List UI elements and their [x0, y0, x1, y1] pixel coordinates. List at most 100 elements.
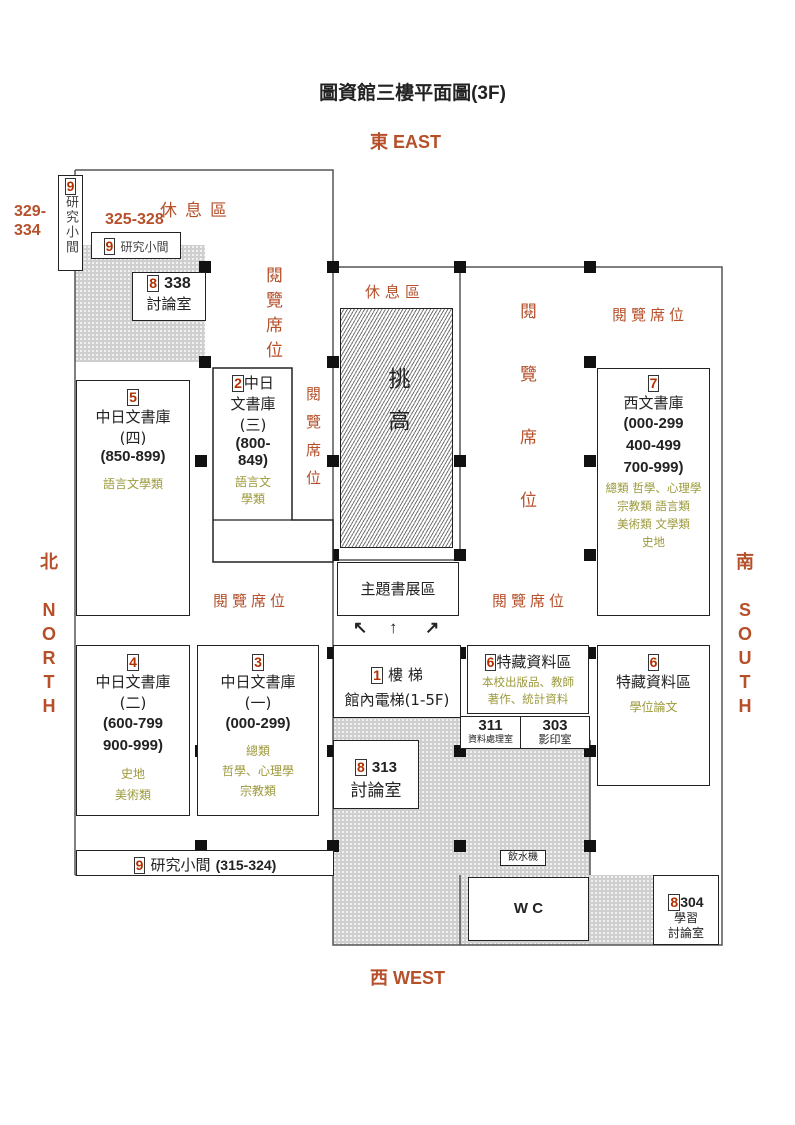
area-name: 主題書展區 [360, 580, 436, 598]
letter: U [738, 648, 752, 668]
categories: 總類 哲學、心理學 [605, 481, 702, 495]
room-name: 研究小間 [120, 240, 169, 254]
call-number-range: (600-799 [102, 715, 164, 732]
room-313[interactable]: 8 313 討論室 [333, 740, 419, 809]
direction-north-cn: 北 [40, 552, 58, 572]
theme-exhibit-area[interactable]: 主題書展區 [337, 562, 459, 616]
special-collection-6b[interactable]: 6 特藏資料區 學位論文 [597, 645, 710, 786]
study-room-329[interactable]: 9 研究小間 [58, 175, 83, 271]
categories: 本校出版品、教師 [482, 675, 574, 689]
stairs-elevator[interactable]: 1 樓 梯 館內電梯(1-5F) [333, 645, 461, 718]
room-name: 樓 梯 [388, 666, 423, 684]
room-number: 1 [371, 667, 383, 684]
room-number: 4 [127, 654, 139, 671]
direction-east: 東 EAST [370, 132, 442, 152]
room-number: 8 [355, 759, 367, 776]
room-name: 討論室 [146, 295, 192, 313]
categories: 宗教類 [239, 784, 276, 798]
atrium-label: 挑高 [384, 367, 410, 451]
room-name: 研究小間 [63, 195, 78, 255]
categories: 語言文學類 [102, 477, 163, 491]
arrow-icon: ↖ [353, 618, 368, 637]
categories: 學類 [240, 492, 265, 506]
room-number: 3 [252, 654, 264, 671]
reading-seats-label: 閱覽席位 [516, 302, 536, 554]
direction-south-cn: 南 [736, 552, 754, 572]
room-name: 特藏資料區 [615, 673, 691, 691]
call-number-range: (800- [235, 435, 271, 452]
room-code: 304 [680, 894, 704, 910]
room-name: 研究小間 [150, 856, 211, 874]
reading-seats-label: 閱覽席位 [304, 386, 322, 498]
categories: 宗教類 語言類 [617, 499, 690, 513]
room-number: 8 [668, 894, 681, 911]
stack-7[interactable]: 7 西文書庫 (000-299 400-499 700-999) 總類 哲學、心… [597, 368, 710, 616]
room-range: (315-324) [215, 857, 277, 873]
categories: 語言文 [234, 475, 271, 489]
room-code: 311 [478, 717, 503, 734]
call-number-range: 900-999) [102, 737, 164, 754]
categories: 史地 [120, 767, 145, 781]
call-number-range: 400-499 [625, 437, 682, 454]
room-311[interactable]: 311 資料處理室 [460, 716, 521, 749]
categories: 著作、統計資料 [487, 692, 569, 706]
restroom[interactable]: W C [468, 877, 589, 941]
room-name: 學習 [673, 911, 698, 925]
arrow-icon: ↗ [425, 618, 440, 637]
room-name: 中日文書庫 [220, 673, 296, 691]
room-name: 文書庫 [230, 395, 276, 413]
categories: 總類 [245, 744, 270, 758]
room-sub: (三) [239, 416, 267, 434]
room-number: 9 [133, 857, 146, 874]
rest-area-label: 休息區 [160, 201, 235, 221]
direction-west: 西 WEST [370, 968, 445, 988]
study-room-range: 325-328 [105, 211, 164, 228]
stack-3[interactable]: 3 中日文書庫 (一) (000-299) 總類 哲學、心理學 宗教類 [197, 645, 319, 816]
call-number-range: (000-299 [623, 415, 684, 432]
room-sub: (一) [244, 694, 272, 712]
page-title: 圖資館三樓平面圖(3F) [319, 83, 506, 104]
letter: O [41, 624, 56, 644]
room-name: 西文書庫 [623, 394, 684, 412]
room-name: 討論室 [350, 781, 402, 801]
categories: 哲學、心理學 [221, 764, 294, 778]
stack-2-outline [212, 367, 334, 563]
room-338[interactable]: 8 338 討論室 [132, 272, 206, 321]
room-code: 313 [371, 759, 397, 776]
room-number: 7 [647, 375, 660, 392]
room-number: 8 [147, 275, 159, 292]
room-name: 中日 [243, 374, 274, 392]
room-303[interactable]: 303 影印室 [520, 716, 590, 749]
letter: H [738, 696, 752, 716]
letter: H [42, 696, 56, 716]
room-name: 中日文書庫 [95, 408, 171, 426]
study-room-315[interactable]: 9 研究小間 (315-324) [76, 850, 334, 876]
categories: 史地 [642, 535, 665, 549]
reading-seats-label: 閱覽席位 [213, 592, 290, 610]
stack-5[interactable]: 5 中日文書庫 (四) (850-899) 語言文學類 [76, 380, 190, 616]
study-room-range: 329-334 [14, 203, 47, 239]
room-sub: (四) [119, 429, 147, 447]
letter: O [737, 624, 752, 644]
room-number: 9 [103, 238, 116, 255]
rest-area-label: 休息區 [365, 283, 426, 301]
stack-4[interactable]: 4 中日文書庫 (二) (600-799 900-999) 史地 美術類 [76, 645, 190, 816]
study-room-325[interactable]: 9 研究小間 [91, 232, 181, 259]
room-name: 中日文書庫 [95, 673, 171, 691]
room-name: 影印室 [538, 733, 572, 746]
room-name: 討論室 [667, 926, 704, 940]
room-code: 338 [164, 275, 191, 292]
arrow-icon: ↑ [389, 618, 398, 637]
categories: 學位論文 [629, 700, 678, 714]
room-name: 特藏資料區 [496, 653, 572, 671]
letter: S [738, 600, 751, 620]
atrium: 挑高 [340, 308, 453, 548]
letter: R [42, 648, 56, 668]
reading-seats-label: 閱覽席位 [612, 306, 689, 324]
call-number-range: (000-299) [225, 715, 291, 732]
